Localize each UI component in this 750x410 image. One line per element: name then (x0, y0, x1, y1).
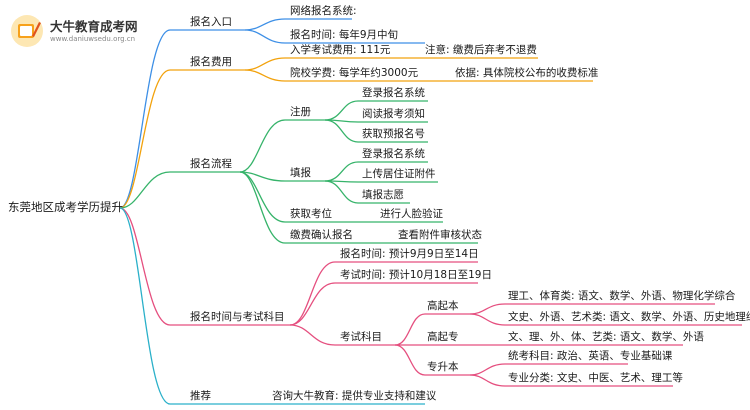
connector-schedule (119, 207, 290, 326)
connector-gqb-i1 (469, 303, 715, 315)
recommend-item-1: 咨询大牛教育: 提供专业支持和建议 (272, 390, 437, 402)
connector-recommend (119, 207, 240, 405)
fees-note-1: 注意: 缴费后弃考不退费 (425, 44, 537, 56)
root-node: 东莞地区成考学历提升 (8, 200, 123, 214)
connector-entry-item1 (244, 18, 352, 31)
register-item-2: 阅读报考须知 (362, 108, 425, 120)
process-register: 注册 (290, 106, 311, 118)
gaoqiben-item-2: 文史、外语、艺术类: 语文、数学、外语、历史地理综合 (508, 311, 750, 323)
logo-name: 大牛教育成考网 (50, 19, 138, 34)
connector-zsb-i1 (469, 363, 628, 376)
subjects-zhuanshengben: 专升本 (427, 361, 459, 373)
connector-process (119, 171, 240, 209)
connector-fees (119, 69, 245, 209)
process-pay: 缴费确认报名 (290, 229, 353, 241)
entry-item-2: 报名时间: 每年9月中旬 (290, 29, 399, 41)
connector-fees-item1 (244, 57, 382, 71)
branch-schedule: 报名时间与考试科目 (190, 311, 285, 323)
connector-fill-i2 (324, 180, 438, 183)
connector-fill (239, 171, 325, 182)
connector-pay (239, 171, 478, 244)
branch-fees: 报名费用 (190, 56, 232, 68)
connector-gqb-i2 (469, 313, 742, 326)
fees-item-1: 入学考试费用: 111元 (290, 44, 391, 56)
zhuanshengben-item-1: 统考科目: 政治、英语、专业基础课 (508, 350, 673, 362)
branch-recommend: 推荐 (190, 390, 211, 402)
connector-entry-item2 (244, 29, 425, 44)
connector-examtime (289, 282, 478, 326)
connector-subjects (289, 324, 395, 346)
fill-item-3: 填报志愿 (362, 189, 404, 201)
connector-register (239, 119, 325, 173)
connector-fees-item2 (244, 69, 405, 82)
connector-gqb (394, 313, 470, 346)
connector-fill-i1 (324, 161, 428, 182)
zhuanshengben-item-2: 专业分类: 文史、中医、艺术、理工等 (508, 372, 683, 384)
schedule-subjects: 考试科目 (340, 331, 382, 343)
gaoqiben-item-1: 理工、体育类: 语文、数学、外语、物理化学综合 (508, 290, 736, 302)
subjects-gaoqizhuan: 高起专 (427, 331, 459, 343)
schedule-reg-time: 报名时间: 预计9月9日至14日 (340, 248, 479, 260)
process-fill: 填报 (290, 167, 311, 179)
connector-zsb-i2 (469, 374, 673, 387)
fill-item-1: 登录报名系统 (362, 148, 425, 160)
branch-entry: 报名入口 (190, 16, 232, 28)
entry-item-1: 网络报名系统: (290, 5, 357, 17)
process-seat: 获取考位 (290, 208, 332, 220)
schedule-exam-time: 考试时间: 预计10月18日至19日 (340, 269, 492, 281)
connector-fill-i3 (324, 180, 410, 204)
register-item-1: 登录报名系统 (362, 87, 425, 99)
connector-register-i3 (324, 119, 428, 143)
fees-note-2: 依据: 具体院校公布的收费标准 (455, 67, 599, 79)
connector-entry (119, 29, 245, 209)
fees-item-2: 院校学费: 每学年约3000元 (290, 67, 419, 79)
logo-url: www.daniuwsedu.org.cn (50, 35, 136, 43)
site-logo: 大牛教育成考网 www.daniuwsedu.org.cn (10, 14, 150, 50)
register-item-3: 获取预报名号 (362, 128, 425, 140)
connector-zsb (394, 344, 470, 376)
connector-regtime (289, 261, 478, 326)
subjects-gaoqiben: 高起本 (427, 300, 459, 312)
branch-process: 报名流程 (190, 158, 232, 170)
gaoqizhuan-item-1: 文、理、外、体、艺类: 语文、数学、外语 (508, 331, 704, 343)
pencil-book-icon (11, 15, 43, 47)
pay-note: 查看附件审核状态 (398, 229, 482, 241)
fill-item-2: 上传居住证附件 (362, 168, 436, 180)
connector-register-i1 (324, 100, 428, 121)
seat-note: 进行人脸验证 (380, 208, 443, 220)
